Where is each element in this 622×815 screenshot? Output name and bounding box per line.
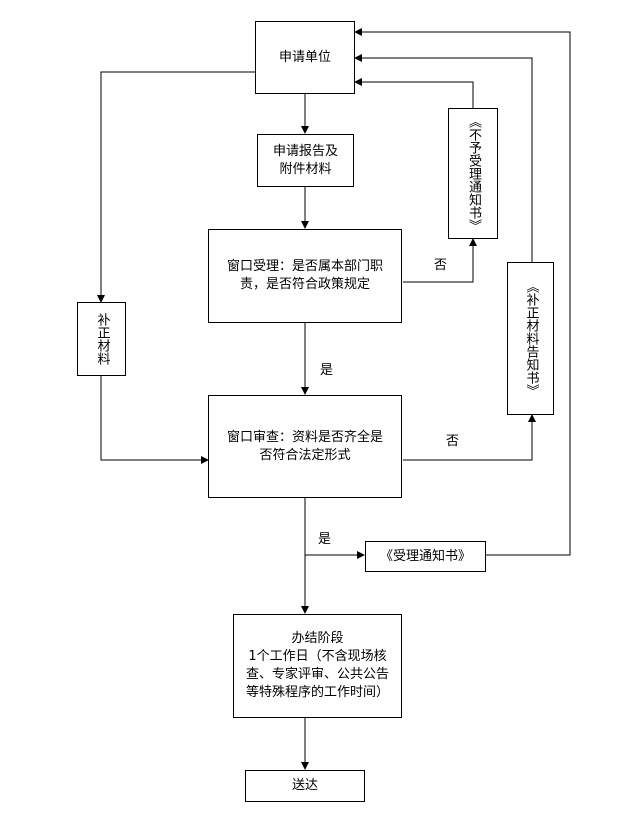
not-accept-notice-label: 《不予受理通知书》	[466, 115, 481, 232]
edge-label-no-accept: 否	[434, 258, 448, 273]
applicant-box: 申请单位	[255, 21, 355, 94]
edge-label-no-review: 否	[446, 434, 460, 449]
accept-notice-label: 《受理通知书》	[379, 548, 471, 564]
window-accept-label: 窗口受理：是否属本部门职 责，是否符合政策规定	[226, 259, 383, 292]
supplement-notice-box: 《补正材料告知书》	[507, 262, 554, 415]
accept-notice-box: 《受理通知书》	[365, 541, 486, 572]
window-review-box: 窗口审查：资料是否齐全是 否符合法定形式	[208, 395, 402, 498]
arrow-applicant-to-supplement	[97, 71, 255, 303]
supplement-box: 补正材料	[77, 302, 126, 376]
arrow-supplement-notice-to-applicant	[354, 54, 533, 262]
supplement-label: 补正材料	[94, 313, 110, 365]
arrow-accept-notice-to-applicant	[354, 28, 571, 556]
deliver-label: 送达	[291, 778, 318, 793]
processing-label: 办结阶段 1个工作日（不含现场核 查、专家评审、公共公告 等特殊程序的工作时间）	[245, 631, 389, 700]
applicant-label: 申请单位	[278, 49, 331, 65]
processing-box: 办结阶段 1个工作日（不含现场核 查、专家评审、公共公告 等特殊程序的工作时间）	[233, 614, 402, 718]
deliver-box: 送达	[245, 770, 365, 802]
supplement-notice-label: 《补正材料告知书》	[523, 280, 539, 397]
report-box: 申请报告及 附件材料	[257, 134, 354, 187]
arrow-review-no-to-supplement-notice	[403, 414, 536, 461]
arrow-supplement-to-review	[100, 376, 209, 464]
edge-label-yes-accept: 是	[320, 363, 334, 378]
report-label: 申请报告及 附件材料	[272, 143, 338, 177]
not-accept-notice-box: 《不予受理通知书》	[448, 108, 498, 239]
edge-label-yes-review: 是	[318, 532, 332, 547]
arrow-notice-to-applicant	[354, 78, 474, 108]
window-accept-box: 窗口受理：是否属本部门职 责，是否符合政策规定	[208, 229, 402, 323]
window-review-label: 窗口审查：资料是否齐全是 否符合法定形式	[226, 429, 383, 463]
arrow-accept-no-to-notice	[403, 238, 477, 283]
